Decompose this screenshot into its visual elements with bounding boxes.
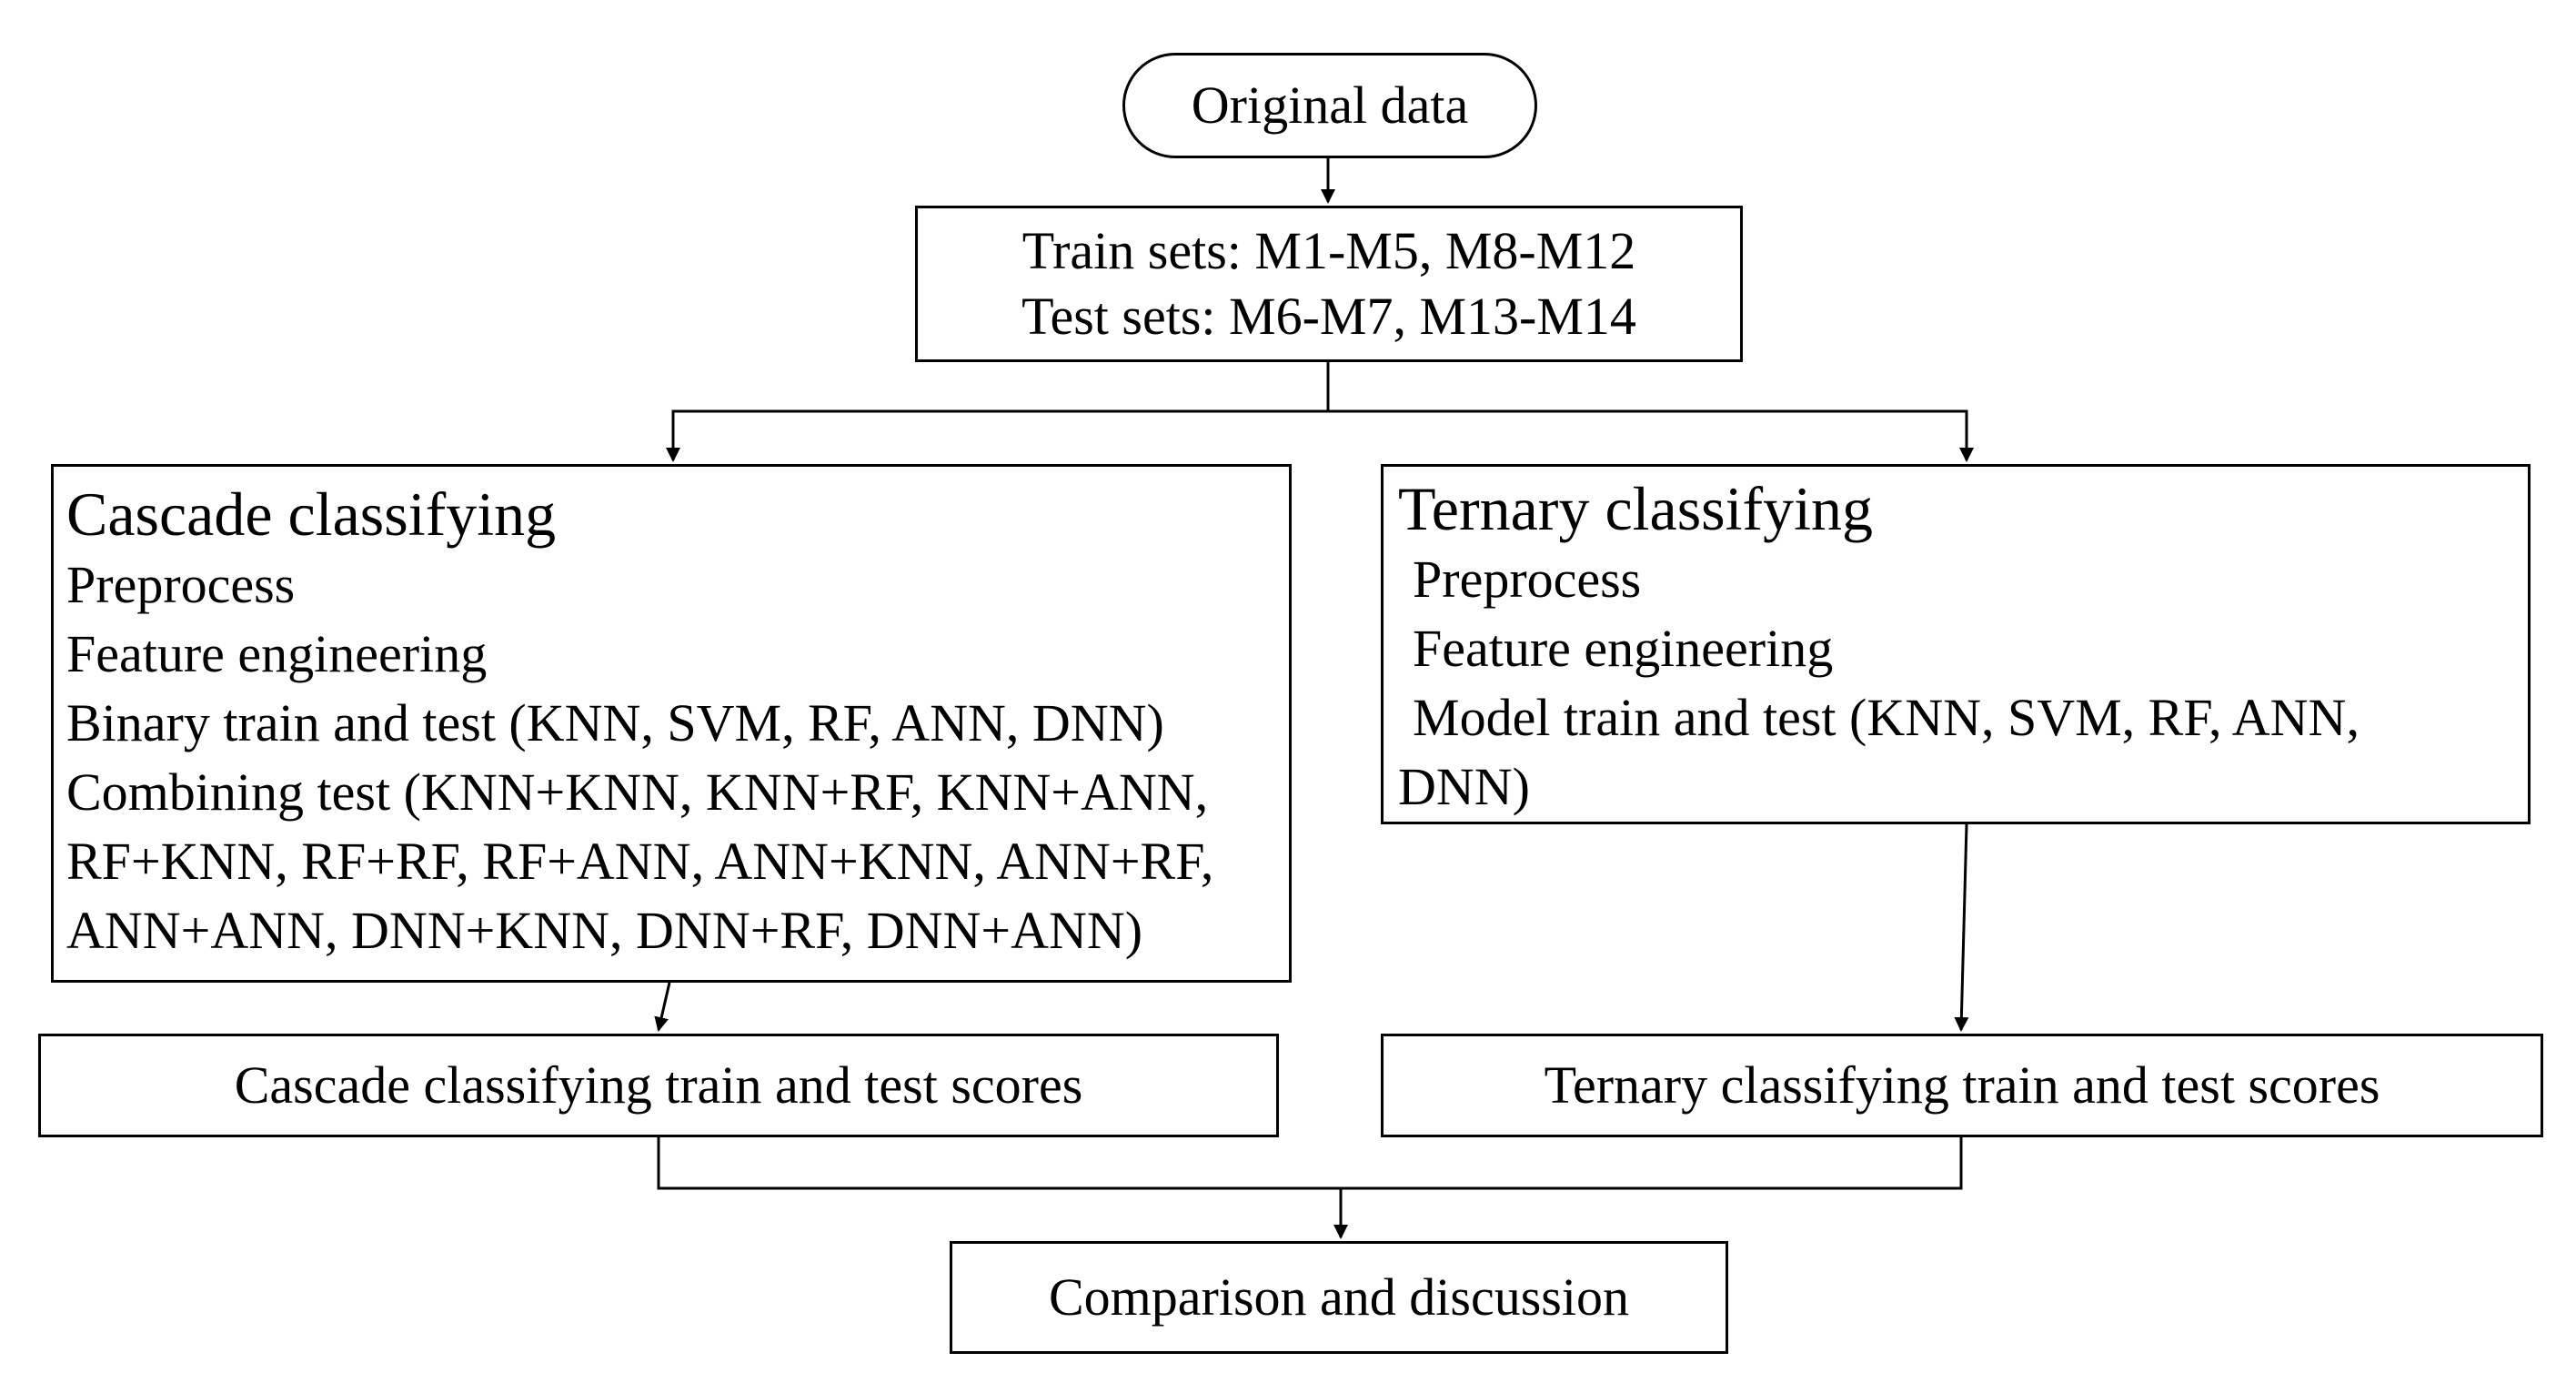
cascade-step-combining-test-cont-2: ANN+ANN, DNN+KNN, DNN+RF, DNN+ANN) [66,901,1143,960]
ternary-step-feature-engineering: Feature engineering [1413,619,1834,678]
ternary-scores-label: Ternary classifying train and test score… [1544,1055,2380,1115]
ternary-step-model-train-test: Model train and test (KNN, SVM, RF, ANN,… [1398,688,2360,816]
dataset-split-node: Train sets: M1-M5, M8-M12 Test sets: M6-… [915,206,1743,362]
original-data-node: Original data [1122,53,1537,158]
edge-cascade-scores-to-comparison [657,1137,1341,1190]
ternary-scores-node: Ternary classifying train and test score… [1381,1034,2543,1137]
ternary-step-preprocess: Preprocess [1413,550,1642,609]
cascade-classifying-title: Cascade classifying [66,480,557,549]
cascade-scores-node: Cascade classifying train and test score… [38,1034,1279,1137]
train-sets-label: Train sets: M1-M5, M8-M12 [1021,221,1636,280]
edge-cascade-to-scores [654,982,671,1032]
edge-split-to-cascade [666,362,1330,462]
original-data-label: Original data [1191,76,1469,135]
cascade-step-preprocess: Preprocess [66,555,296,614]
cascade-scores-label: Cascade classifying train and test score… [234,1055,1083,1115]
comparison-discussion-node: Comparison and discussion [950,1241,1728,1354]
test-sets-label: Test sets: M6-M7, M13-M14 [1021,287,1636,346]
edge-ternary-scores-to-comparison [1333,1137,1963,1239]
ternary-classifying-title: Ternary classifying [1398,474,1874,543]
edge-split-to-ternary [1328,409,1974,462]
cascade-step-combining-test-cont-1: RF+KNN, RF+RF, RF+ANN, ANN+KNN, ANN+RF, [66,832,1214,891]
edge-ternary-to-scores [1954,823,1969,1032]
cascade-step-binary-train-test: Binary train and test (KNN, SVM, RF, ANN… [66,693,1164,752]
cascade-step-feature-engineering: Feature engineering [66,624,488,683]
ternary-classifying-node: Ternary classifying Preprocess Feature e… [1381,464,2531,824]
comparison-discussion-label: Comparison and discussion [1049,1267,1629,1327]
cascade-step-combining-test: Combining test (KNN+KNN, KNN+RF, KNN+ANN… [66,762,1209,822]
cascade-classifying-node: Cascade classifying Preprocess Feature e… [51,464,1292,983]
